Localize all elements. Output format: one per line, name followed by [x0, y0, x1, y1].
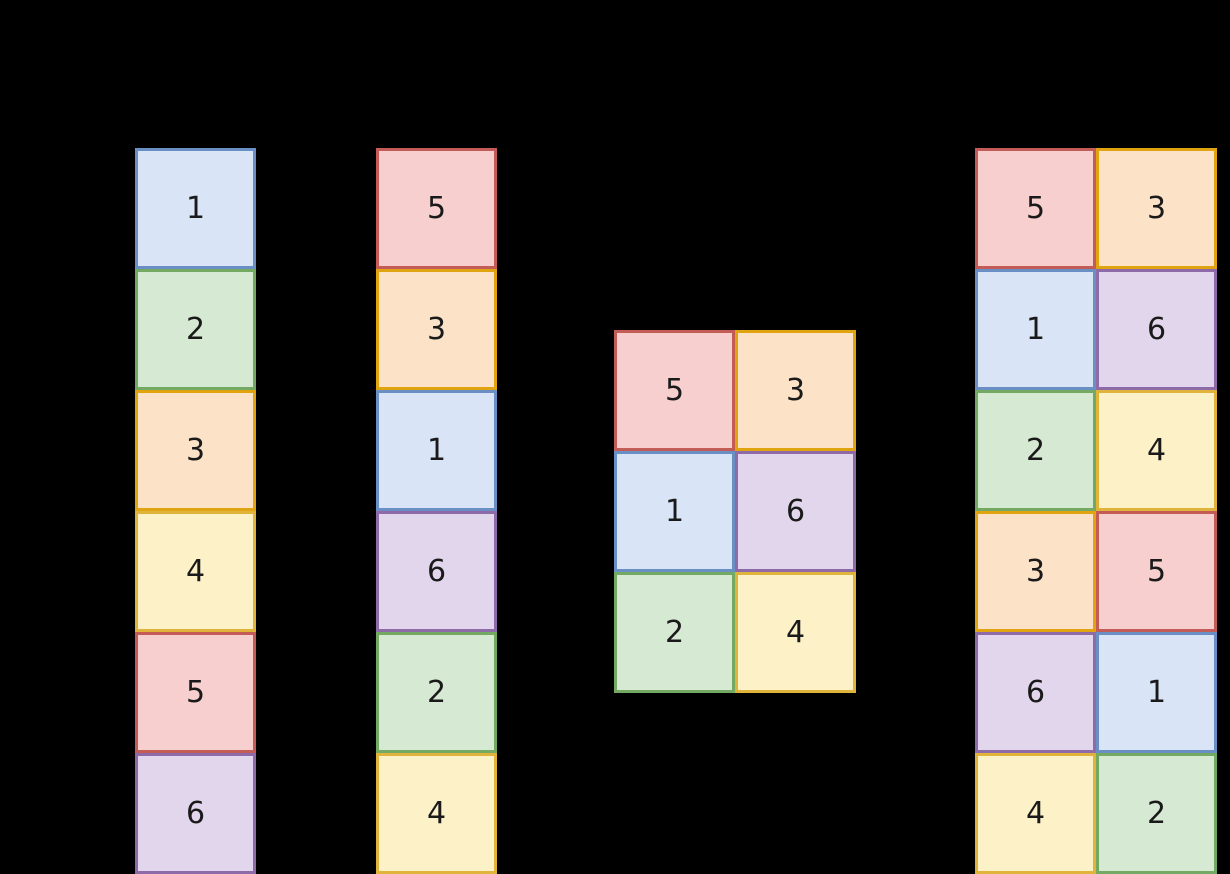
tile-cell[interactable]: 2	[1096, 753, 1217, 874]
tile-label: 6	[1146, 311, 1167, 347]
tile-cell[interactable]: 5	[1096, 511, 1217, 632]
tile-cell[interactable]: 2	[975, 390, 1096, 511]
tile-label: 3	[1025, 553, 1046, 589]
tile-cell[interactable]: 5	[376, 148, 497, 269]
tile-cell[interactable]: 5	[614, 330, 735, 451]
tile-label: 4	[785, 614, 806, 650]
tile-label: 6	[785, 493, 806, 529]
tile-cell[interactable]: 6	[975, 632, 1096, 753]
tile-cell[interactable]: 5	[135, 632, 256, 753]
tile-label: 2	[185, 311, 206, 347]
tile-group-middle-grid: 5 3 1 6 2 4	[614, 330, 856, 693]
tile-label: 2	[1146, 795, 1167, 831]
tile-label: 5	[1025, 190, 1046, 226]
tile-label: 4	[426, 795, 447, 831]
tile-label: 5	[664, 372, 685, 408]
tile-label: 3	[426, 311, 447, 347]
tile-cell[interactable]: 5	[975, 148, 1096, 269]
tile-cell[interactable]: 1	[376, 390, 497, 511]
tile-cell[interactable]: 1	[614, 451, 735, 572]
tile-cell[interactable]: 4	[376, 753, 497, 874]
tile-label: 2	[1025, 432, 1046, 468]
tile-cell[interactable]: 1	[1096, 632, 1217, 753]
tile-label: 1	[1025, 311, 1046, 347]
tile-label: 6	[185, 795, 206, 831]
tile-cell[interactable]: 4	[975, 753, 1096, 874]
tile-label: 4	[185, 553, 206, 589]
tile-label: 1	[664, 493, 685, 529]
tile-label: 1	[185, 190, 206, 226]
tile-cell[interactable]: 6	[135, 753, 256, 874]
tile-label: 4	[1025, 795, 1046, 831]
tile-cell[interactable]: 4	[1096, 390, 1217, 511]
tile-cell[interactable]: 1	[975, 269, 1096, 390]
tile-cell[interactable]: 3	[1096, 148, 1217, 269]
tile-label: 6	[426, 553, 447, 589]
tile-label: 2	[664, 614, 685, 650]
tile-cell[interactable]: 3	[735, 330, 856, 451]
tile-cell[interactable]: 2	[135, 269, 256, 390]
tile-cell[interactable]: 4	[735, 572, 856, 693]
tile-group-left-column: 1 2 3 4 5 6	[135, 148, 256, 874]
tile-label: 6	[1025, 674, 1046, 710]
tile-label: 1	[426, 432, 447, 468]
tile-label: 5	[1146, 553, 1167, 589]
tile-cell[interactable]: 3	[135, 390, 256, 511]
tile-cell[interactable]: 6	[1096, 269, 1217, 390]
tile-cell[interactable]: 6	[376, 511, 497, 632]
tile-label: 3	[785, 372, 806, 408]
tile-label: 5	[185, 674, 206, 710]
tile-cell[interactable]: 2	[614, 572, 735, 693]
tile-group-second-column: 5 3 1 6 2 4	[376, 148, 497, 874]
tile-label: 3	[185, 432, 206, 468]
tile-cell[interactable]: 3	[376, 269, 497, 390]
tile-label: 2	[426, 674, 447, 710]
tile-group-right-grid: 5 3 1 6 2 4 3 5 6 1 4 2	[975, 148, 1217, 874]
tile-cell[interactable]: 1	[135, 148, 256, 269]
tile-cell[interactable]: 3	[975, 511, 1096, 632]
tile-label: 4	[1146, 432, 1167, 468]
tile-label: 3	[1146, 190, 1167, 226]
tile-cell[interactable]: 2	[376, 632, 497, 753]
tile-cell[interactable]: 6	[735, 451, 856, 572]
tile-label: 5	[426, 190, 447, 226]
tile-label: 1	[1146, 674, 1167, 710]
tile-cell[interactable]: 4	[135, 511, 256, 632]
